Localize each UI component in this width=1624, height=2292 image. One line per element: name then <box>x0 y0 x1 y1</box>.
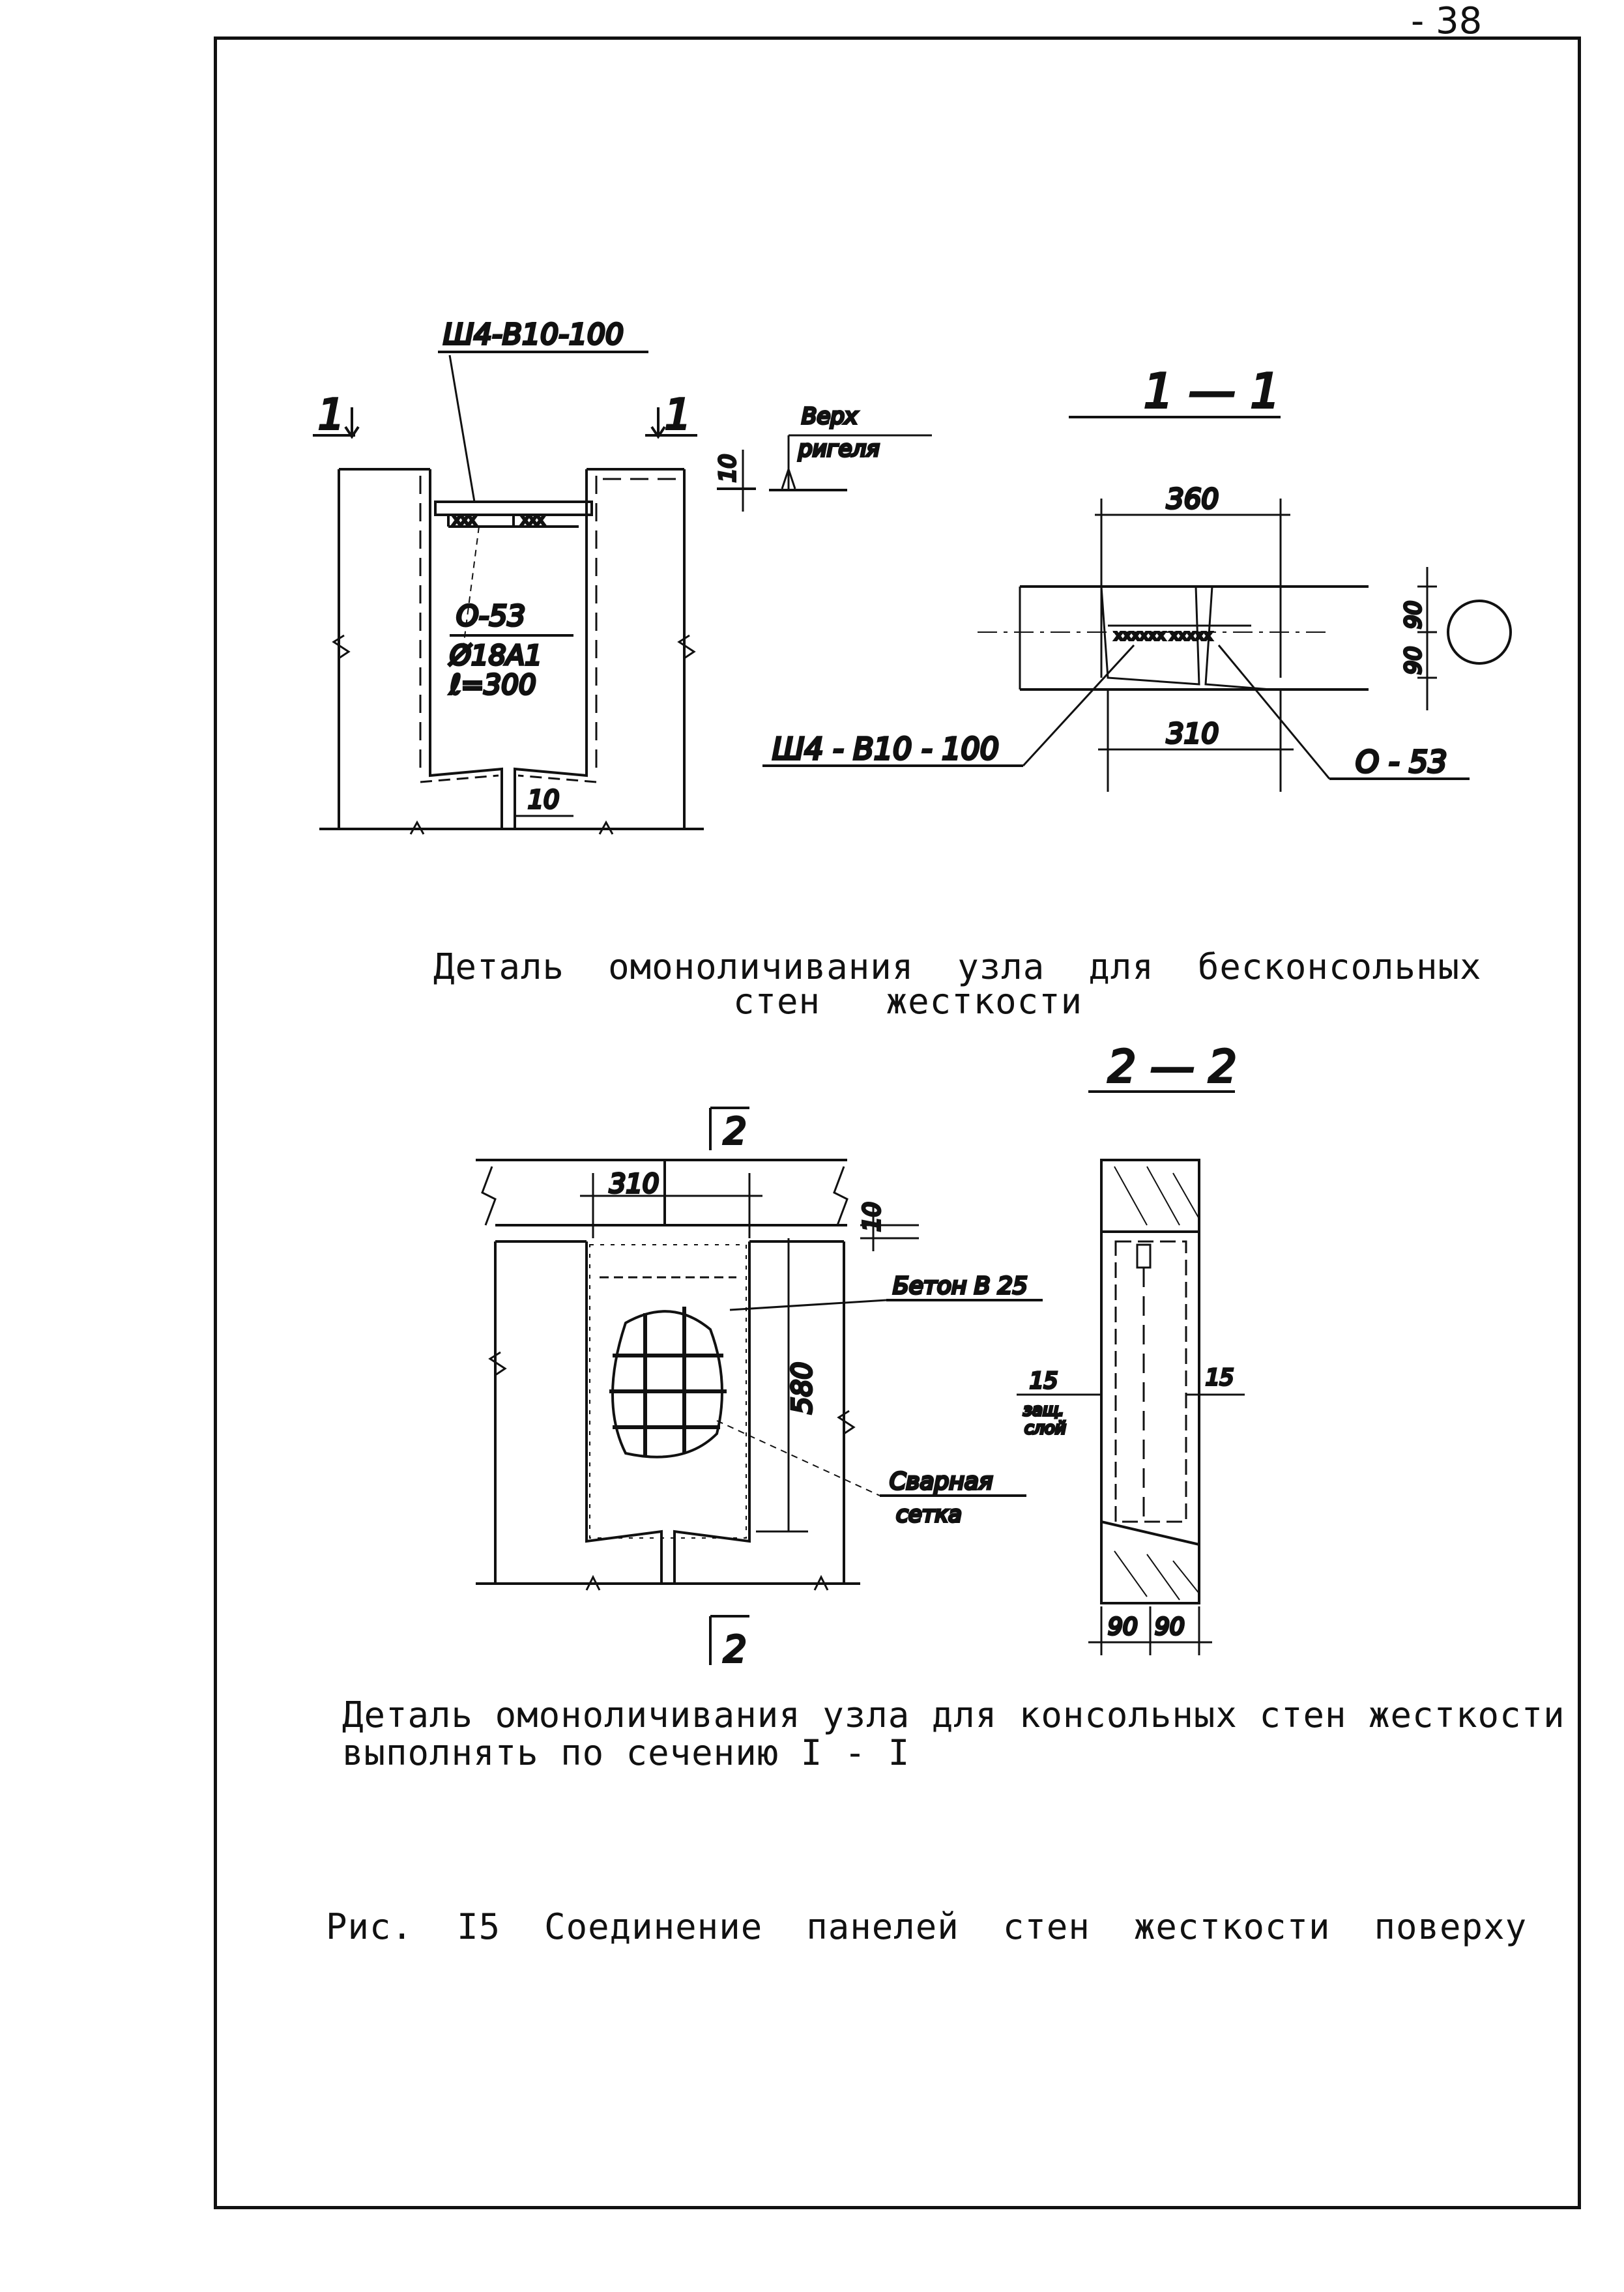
dim-90-bottom-left: 90 <box>1108 1614 1138 1640</box>
section-mark-right: 1 <box>665 391 691 439</box>
top-left-detail: 1 1 Ш4-B10-100 xxx xxx О-53 <box>313 317 932 835</box>
dim-310: 310 <box>1167 718 1219 749</box>
part-label: О-53 <box>456 600 526 633</box>
top-label-1: Верх <box>802 403 858 429</box>
section-2-2-title: 2 — 2 <box>1108 1041 1237 1093</box>
bar-label: Ø18А1 <box>448 639 542 671</box>
section-mark-left: 1 <box>318 391 345 439</box>
dim-10-bl: 10 <box>859 1202 886 1232</box>
section-1-1-title: 1 — 1 <box>1144 364 1280 418</box>
section-1-1: 1 — 1 360 xxxxxx xxxxx 90 90 310 Ш4 - В <box>762 362 1512 792</box>
weld-marks-11: xxxxxx xxxxx <box>1114 628 1212 644</box>
section-mark-bottom: 2 <box>723 1629 747 1671</box>
dim-580: 580 <box>786 1362 818 1414</box>
cover-label-1: защ. <box>1023 1400 1064 1420</box>
dim-10-bottom: 10 <box>528 785 559 814</box>
bottom-left-detail: 2 310 10 <box>476 1107 1043 1672</box>
dim-310-bl: 310 <box>609 1169 659 1199</box>
dim-90-top: 90 <box>1400 601 1427 629</box>
caption-2-line-1: Деталь омоноличивания узла для консольны… <box>342 1694 1565 1735</box>
cover-right: 15 <box>1206 1365 1234 1391</box>
dim-90-bottom: 90 <box>1400 646 1427 675</box>
caption-1-line-1: Деталь омоноличивания узла для бесконсол… <box>433 946 1482 987</box>
mesh-label-11: Ш4 - В10 - 100 <box>772 731 999 766</box>
page-number: - 38 <box>1411 0 1483 42</box>
dim-10-top: 10 <box>715 454 741 482</box>
mesh-label-bl-1: Сварная <box>890 1468 993 1495</box>
top-label-2: ригеля <box>798 436 880 462</box>
section-mark-top: 2 <box>723 1110 747 1153</box>
figure-caption: Рис. I5 Соединение панелей стен жесткост… <box>326 1906 1528 1947</box>
dim-90-bottom-right: 90 <box>1155 1614 1185 1640</box>
cover-left: 15 <box>1030 1368 1058 1394</box>
caption-1-line-2: стен жесткости <box>733 981 1083 1022</box>
concrete-label: Бетон В 25 <box>893 1273 1028 1299</box>
mesh-label: Ш4-B10-100 <box>443 318 624 351</box>
cover-label-2: слой <box>1024 1419 1066 1438</box>
caption-2-line-2: выполнять по сечению I - I <box>342 1732 910 1773</box>
length-label: ℓ=300 <box>449 669 536 701</box>
drawing-frame <box>214 36 1581 2209</box>
dim-360: 360 <box>1167 483 1219 515</box>
weld-marks-right: xxx <box>521 512 545 527</box>
mesh-label-bl-2: сетка <box>896 1501 962 1528</box>
section-2-2: 2 — 2 15 защ. слой 15 90 90 <box>1017 1040 1245 1655</box>
part-label-11: О - 53 <box>1356 744 1447 779</box>
weld-marks-left: xxx <box>453 512 476 527</box>
